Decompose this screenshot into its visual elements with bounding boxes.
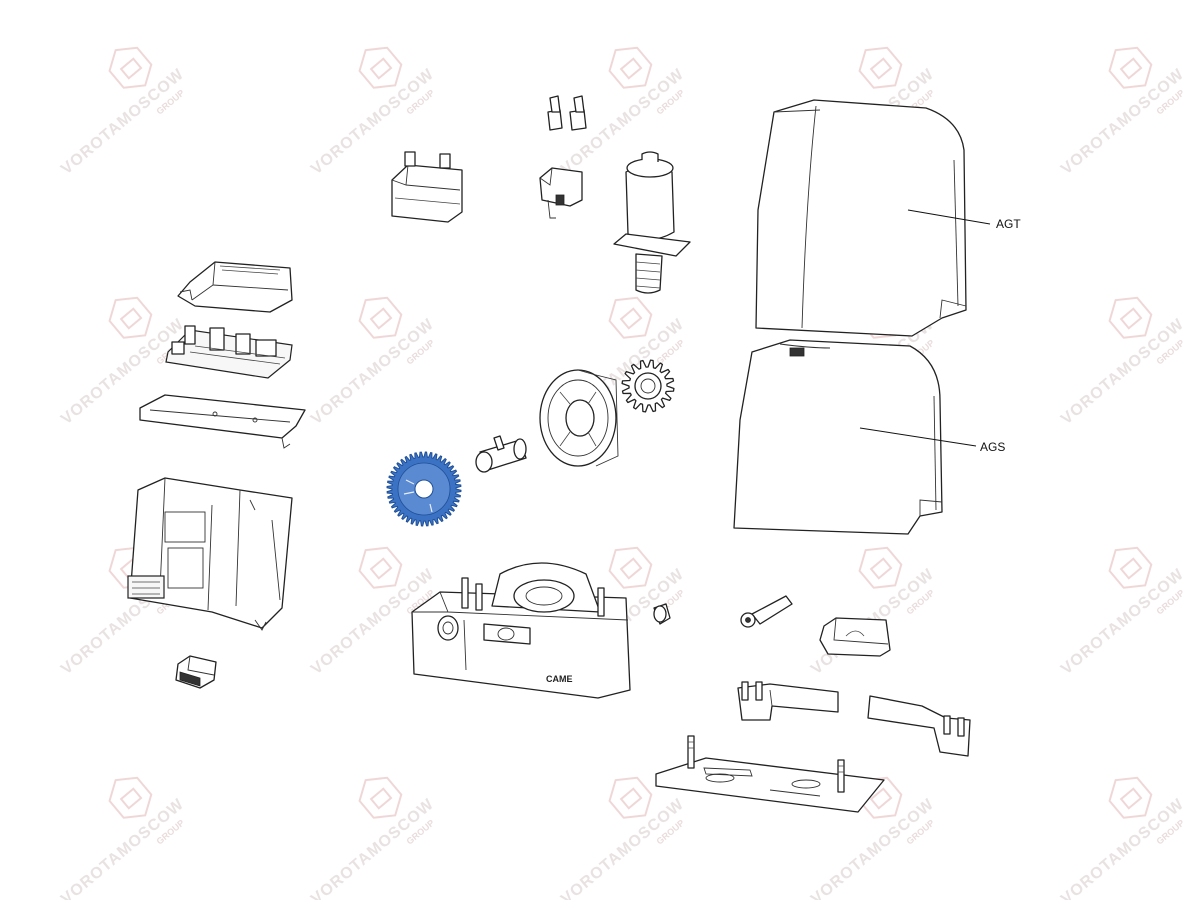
watermark-logo-icon <box>358 776 403 819</box>
watermark-text: VOROTAMOSCOW <box>58 796 188 900</box>
watermark-logo-icon <box>1108 546 1153 589</box>
cover-ags <box>733 339 943 535</box>
limit-bracket-left <box>737 681 839 721</box>
release-handle-cover <box>819 617 891 657</box>
watermark-logo-icon <box>608 546 653 589</box>
connector-clips <box>547 95 587 131</box>
watermark-text: VOROTAMOSCOW <box>308 796 438 900</box>
watermark-logo-icon <box>108 776 153 819</box>
watermark-text: VOROTAMOSCOW <box>808 796 938 900</box>
callout-agt-label: AGT <box>996 217 1021 231</box>
transformer <box>391 151 463 223</box>
limit-bracket-right <box>867 695 971 757</box>
watermark-logo-icon <box>1108 296 1153 339</box>
watermark-text: VOROTAMOSCOW <box>308 316 438 429</box>
callout-ags: AGS <box>859 427 1005 454</box>
watermark-text: VOROTAMOSCOW <box>1058 316 1188 429</box>
watermark-text: VOROTAMOSCOW <box>1058 566 1188 679</box>
highlighted-worm-gear <box>386 451 462 527</box>
watermark-logo-icon <box>608 46 653 89</box>
board-mounting-plate <box>139 394 306 449</box>
release-lever-key <box>740 595 793 628</box>
limit-switch <box>539 167 583 219</box>
watermark-text: VOROTAMOSCOW <box>58 66 188 179</box>
foundation-base-plate <box>655 735 885 813</box>
control-board-cover <box>177 261 293 313</box>
watermark-logo-icon <box>1108 46 1153 89</box>
watermark-text: VOROTAMOSCOW <box>308 66 438 179</box>
electric-motor <box>613 151 691 294</box>
watermark-text: VOROTAMOSCOW <box>558 796 688 900</box>
drive-flange <box>539 369 619 467</box>
small-relay-part <box>175 655 217 689</box>
cover-agt <box>755 99 967 337</box>
control-board-pcb <box>165 325 293 379</box>
callout-agt: AGT <box>907 209 1021 231</box>
drive-shaft <box>475 435 527 473</box>
watermark-text: VOROTAMOSCOW <box>1058 796 1188 900</box>
drive-pinion-gear <box>621 359 675 413</box>
watermark-logo-icon <box>608 776 653 819</box>
metal-frame-chassis <box>127 477 293 631</box>
watermark-logo-icon <box>108 296 153 339</box>
gearbox-housing: CAME <box>411 562 631 699</box>
watermark-logo-icon <box>358 296 403 339</box>
watermark-logo-icon <box>858 546 903 589</box>
watermark-logo-icon <box>1108 776 1153 819</box>
watermark-logo-icon <box>858 46 903 89</box>
watermark-text: VOROTAMOSCOW <box>1058 66 1188 179</box>
watermark-logo-icon <box>608 296 653 339</box>
callout-ags-label: AGS <box>980 440 1005 454</box>
watermark-logo-icon <box>358 46 403 89</box>
watermark-logo-icon <box>108 46 153 89</box>
housing-brand-label: CAME <box>546 674 573 684</box>
watermark-logo-icon <box>358 546 403 589</box>
release-knob <box>653 603 671 625</box>
